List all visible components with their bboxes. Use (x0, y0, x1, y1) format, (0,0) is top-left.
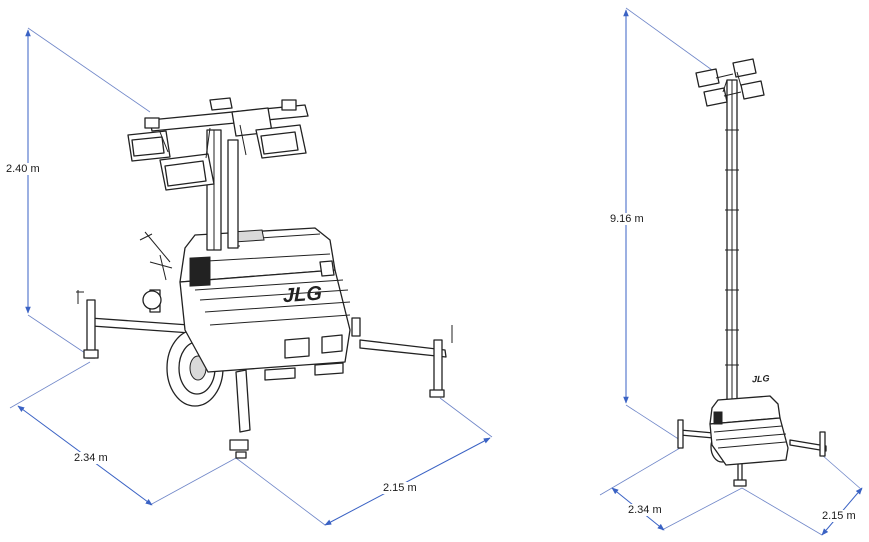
jlg-logo: JLG (283, 283, 322, 308)
stowed-height-label: 2.40 m (4, 163, 42, 175)
stowed-width-label: 2.34 m (72, 452, 110, 464)
stowed-light-tower: JLG (9, 27, 493, 526)
extended-light-tower: JLG (599, 7, 863, 536)
stowed-length-label: 2.15 m (381, 482, 419, 494)
extended-length-label: 2.15 m (820, 510, 858, 522)
jlg-logo-small: JLG (752, 373, 769, 384)
extended-height-label: 9.16 m (608, 213, 646, 225)
extended-width-label: 2.34 m (626, 504, 664, 516)
